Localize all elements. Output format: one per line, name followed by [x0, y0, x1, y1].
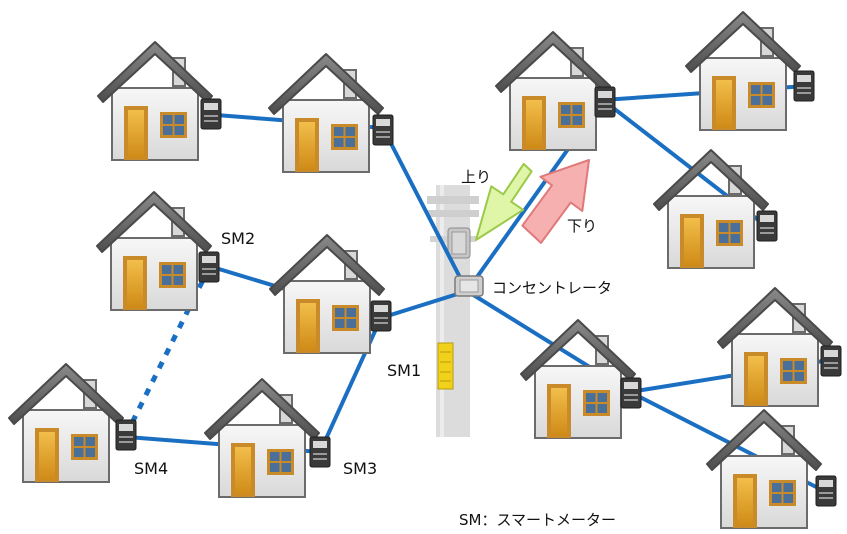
house-icon — [685, 11, 801, 131]
smart-meter-icon — [372, 114, 394, 146]
label-downlink: 下り — [567, 217, 597, 235]
label-sm4: SM4 — [134, 459, 168, 478]
smart-meter-icon — [756, 210, 778, 242]
utility-pole-icon — [427, 185, 479, 437]
house-icon — [268, 53, 384, 173]
legend-text: SM：スマートメーター — [459, 511, 616, 529]
smart-meter-icon — [115, 419, 137, 451]
smart-meter-icon — [594, 86, 616, 118]
smart-meter-icon — [198, 251, 220, 283]
link — [381, 126, 469, 293]
label-sm2: SM2 — [221, 229, 255, 248]
label-uplink: 上り — [461, 168, 491, 186]
smart-meter-icon — [793, 70, 815, 102]
concentrator-icon — [454, 275, 484, 297]
label-sm1: SM1 — [387, 361, 421, 380]
downlink-arrow-icon — [521, 159, 590, 244]
labels: SM2 SM1 SM3 SM4 上り 下り コンセントレータ SM：スマートメー… — [134, 168, 616, 529]
house-icon — [204, 378, 320, 498]
smart-meter-icon — [200, 98, 222, 130]
smart-meter-icon — [309, 436, 331, 468]
house-icon — [717, 287, 833, 407]
smart-meter-icon — [815, 475, 837, 507]
house-icon — [495, 31, 611, 151]
link — [379, 289, 469, 320]
label-sm3: SM3 — [343, 459, 377, 478]
uplink-arrow-icon — [475, 162, 533, 241]
house-icon — [653, 149, 769, 269]
smart-meter-icon — [620, 377, 642, 409]
house-icon — [269, 234, 385, 354]
label-concentrator: コンセントレータ — [492, 279, 612, 297]
house-icon — [706, 409, 822, 529]
house-icon — [520, 319, 636, 439]
smart-meter-icon — [370, 300, 392, 332]
house-icon — [8, 363, 124, 483]
house-icon — [96, 191, 212, 311]
houses — [8, 11, 833, 529]
house-icon — [97, 41, 213, 161]
smart-meter-icon — [820, 345, 842, 377]
